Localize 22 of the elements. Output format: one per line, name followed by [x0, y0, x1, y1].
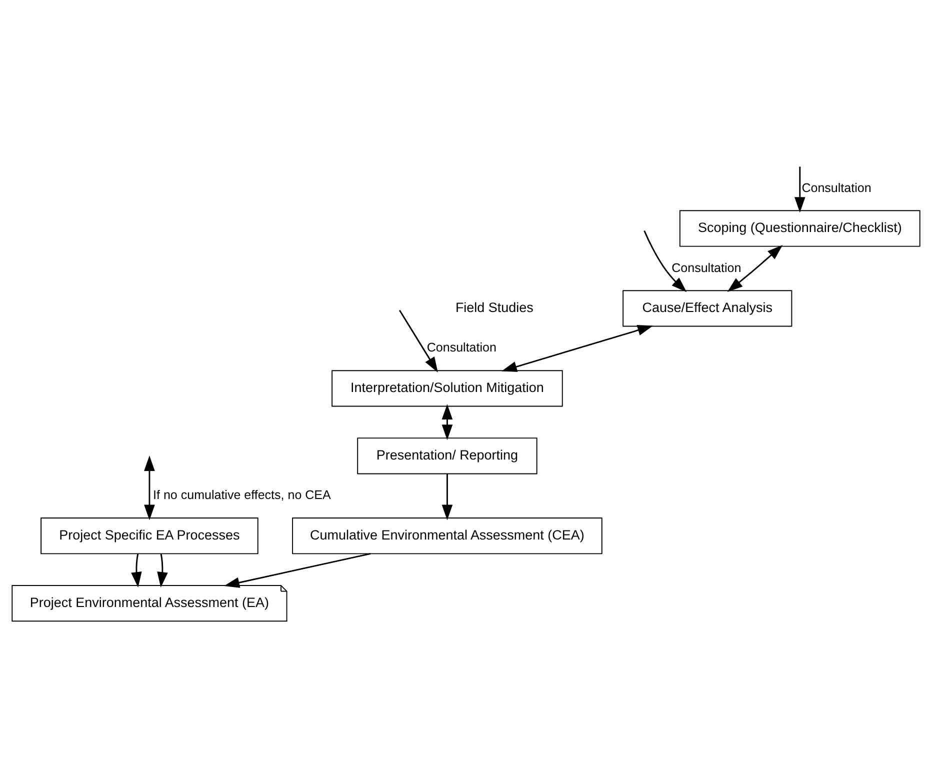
arrow — [442, 474, 453, 520]
arrow — [501, 324, 654, 372]
arrow — [727, 244, 783, 292]
arrow — [144, 456, 155, 520]
edge-label: If no cumulative effects, no CEA — [153, 488, 331, 502]
arrow — [644, 230, 687, 292]
node-box: Interpretation/Solution Mitigation — [332, 370, 563, 407]
edge-label: Consultation — [426, 340, 496, 355]
node-box: Presentation/ Reporting — [357, 438, 538, 474]
arrow — [131, 554, 142, 588]
node-box: Scoping (Questionnaire/Checklist) — [679, 210, 920, 247]
node-box: Project Specific EA Processes — [40, 518, 258, 554]
arrow — [157, 554, 168, 588]
label: Field Studies — [455, 300, 534, 316]
arrow — [442, 404, 453, 440]
node-box: Cause/Effect Analysis — [622, 290, 792, 327]
arrow — [398, 310, 438, 372]
edge-label: Consultation — [802, 180, 872, 195]
edge-label: Consultation — [672, 260, 742, 275]
arrow — [794, 166, 806, 213]
node-box: Cumulative Environmental Assessment (CEA) — [292, 518, 602, 554]
arrow — [224, 553, 371, 588]
